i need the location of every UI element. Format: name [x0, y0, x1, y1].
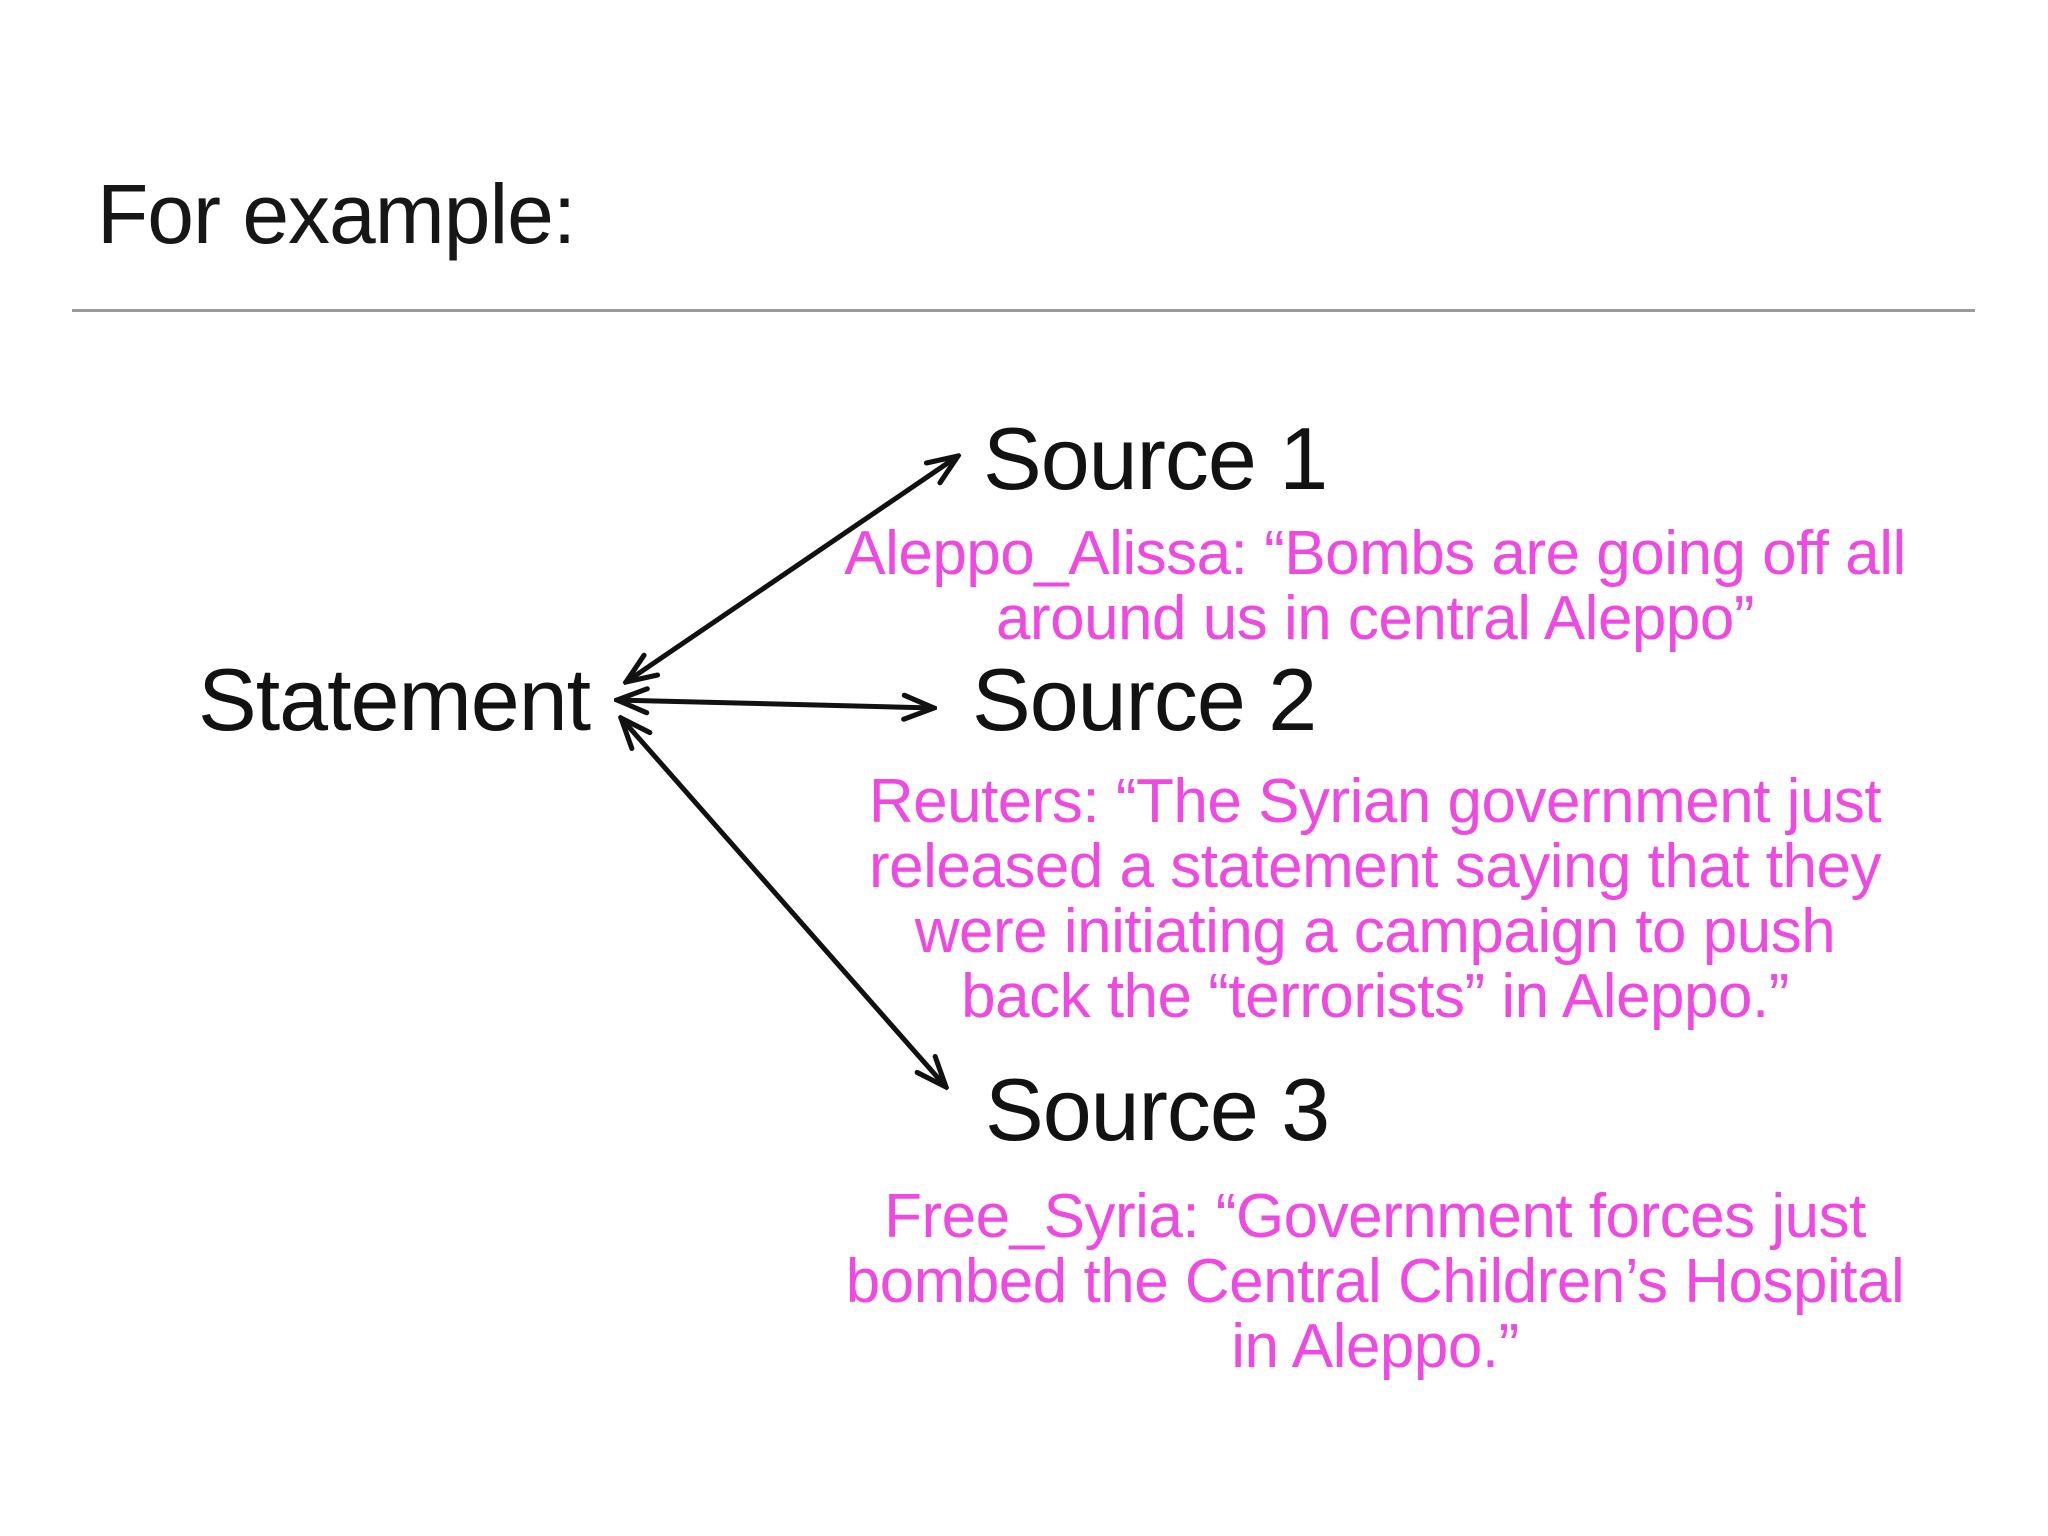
slide-title: For example:	[97, 167, 576, 261]
source-3-label: Source 3	[985, 1060, 1330, 1159]
source-1-quote-line: Aleppo_Alissa: “Bombs are going off all	[844, 519, 1906, 588]
source-2-quote-line: back the “terrorists” in Aleppo.”	[961, 962, 1789, 1031]
source-3-quote-line: in Aleppo.”	[1231, 1312, 1519, 1381]
source-1-label: Source 1	[983, 409, 1328, 508]
source-1-quote-line: around us in central Aleppo”	[995, 584, 1755, 653]
source-2-quote-line: released a statement saying that they	[868, 832, 1882, 901]
source-2-label: Source 2	[972, 650, 1317, 749]
statement-label: Statement	[198, 650, 591, 749]
source-3-quote-line: Free_Syria: “Government forces just	[884, 1182, 1866, 1251]
source-1-quote: Aleppo_Alissa: “Bombs are going off all …	[755, 521, 1995, 651]
source-3-quote: Free_Syria: “Government forces just bomb…	[755, 1184, 1995, 1379]
source-2-quote: Reuters: “The Syrian government just rel…	[755, 769, 1995, 1029]
arrow-statement-source2	[617, 700, 934, 708]
source-2-quote-line: were initiating a campaign to push	[914, 897, 1836, 966]
source-3-quote-line: bombed the Central Children’s Hospital	[845, 1247, 1905, 1316]
title-divider	[72, 309, 1975, 312]
source-2-quote-line: Reuters: “The Syrian government just	[868, 767, 1882, 836]
